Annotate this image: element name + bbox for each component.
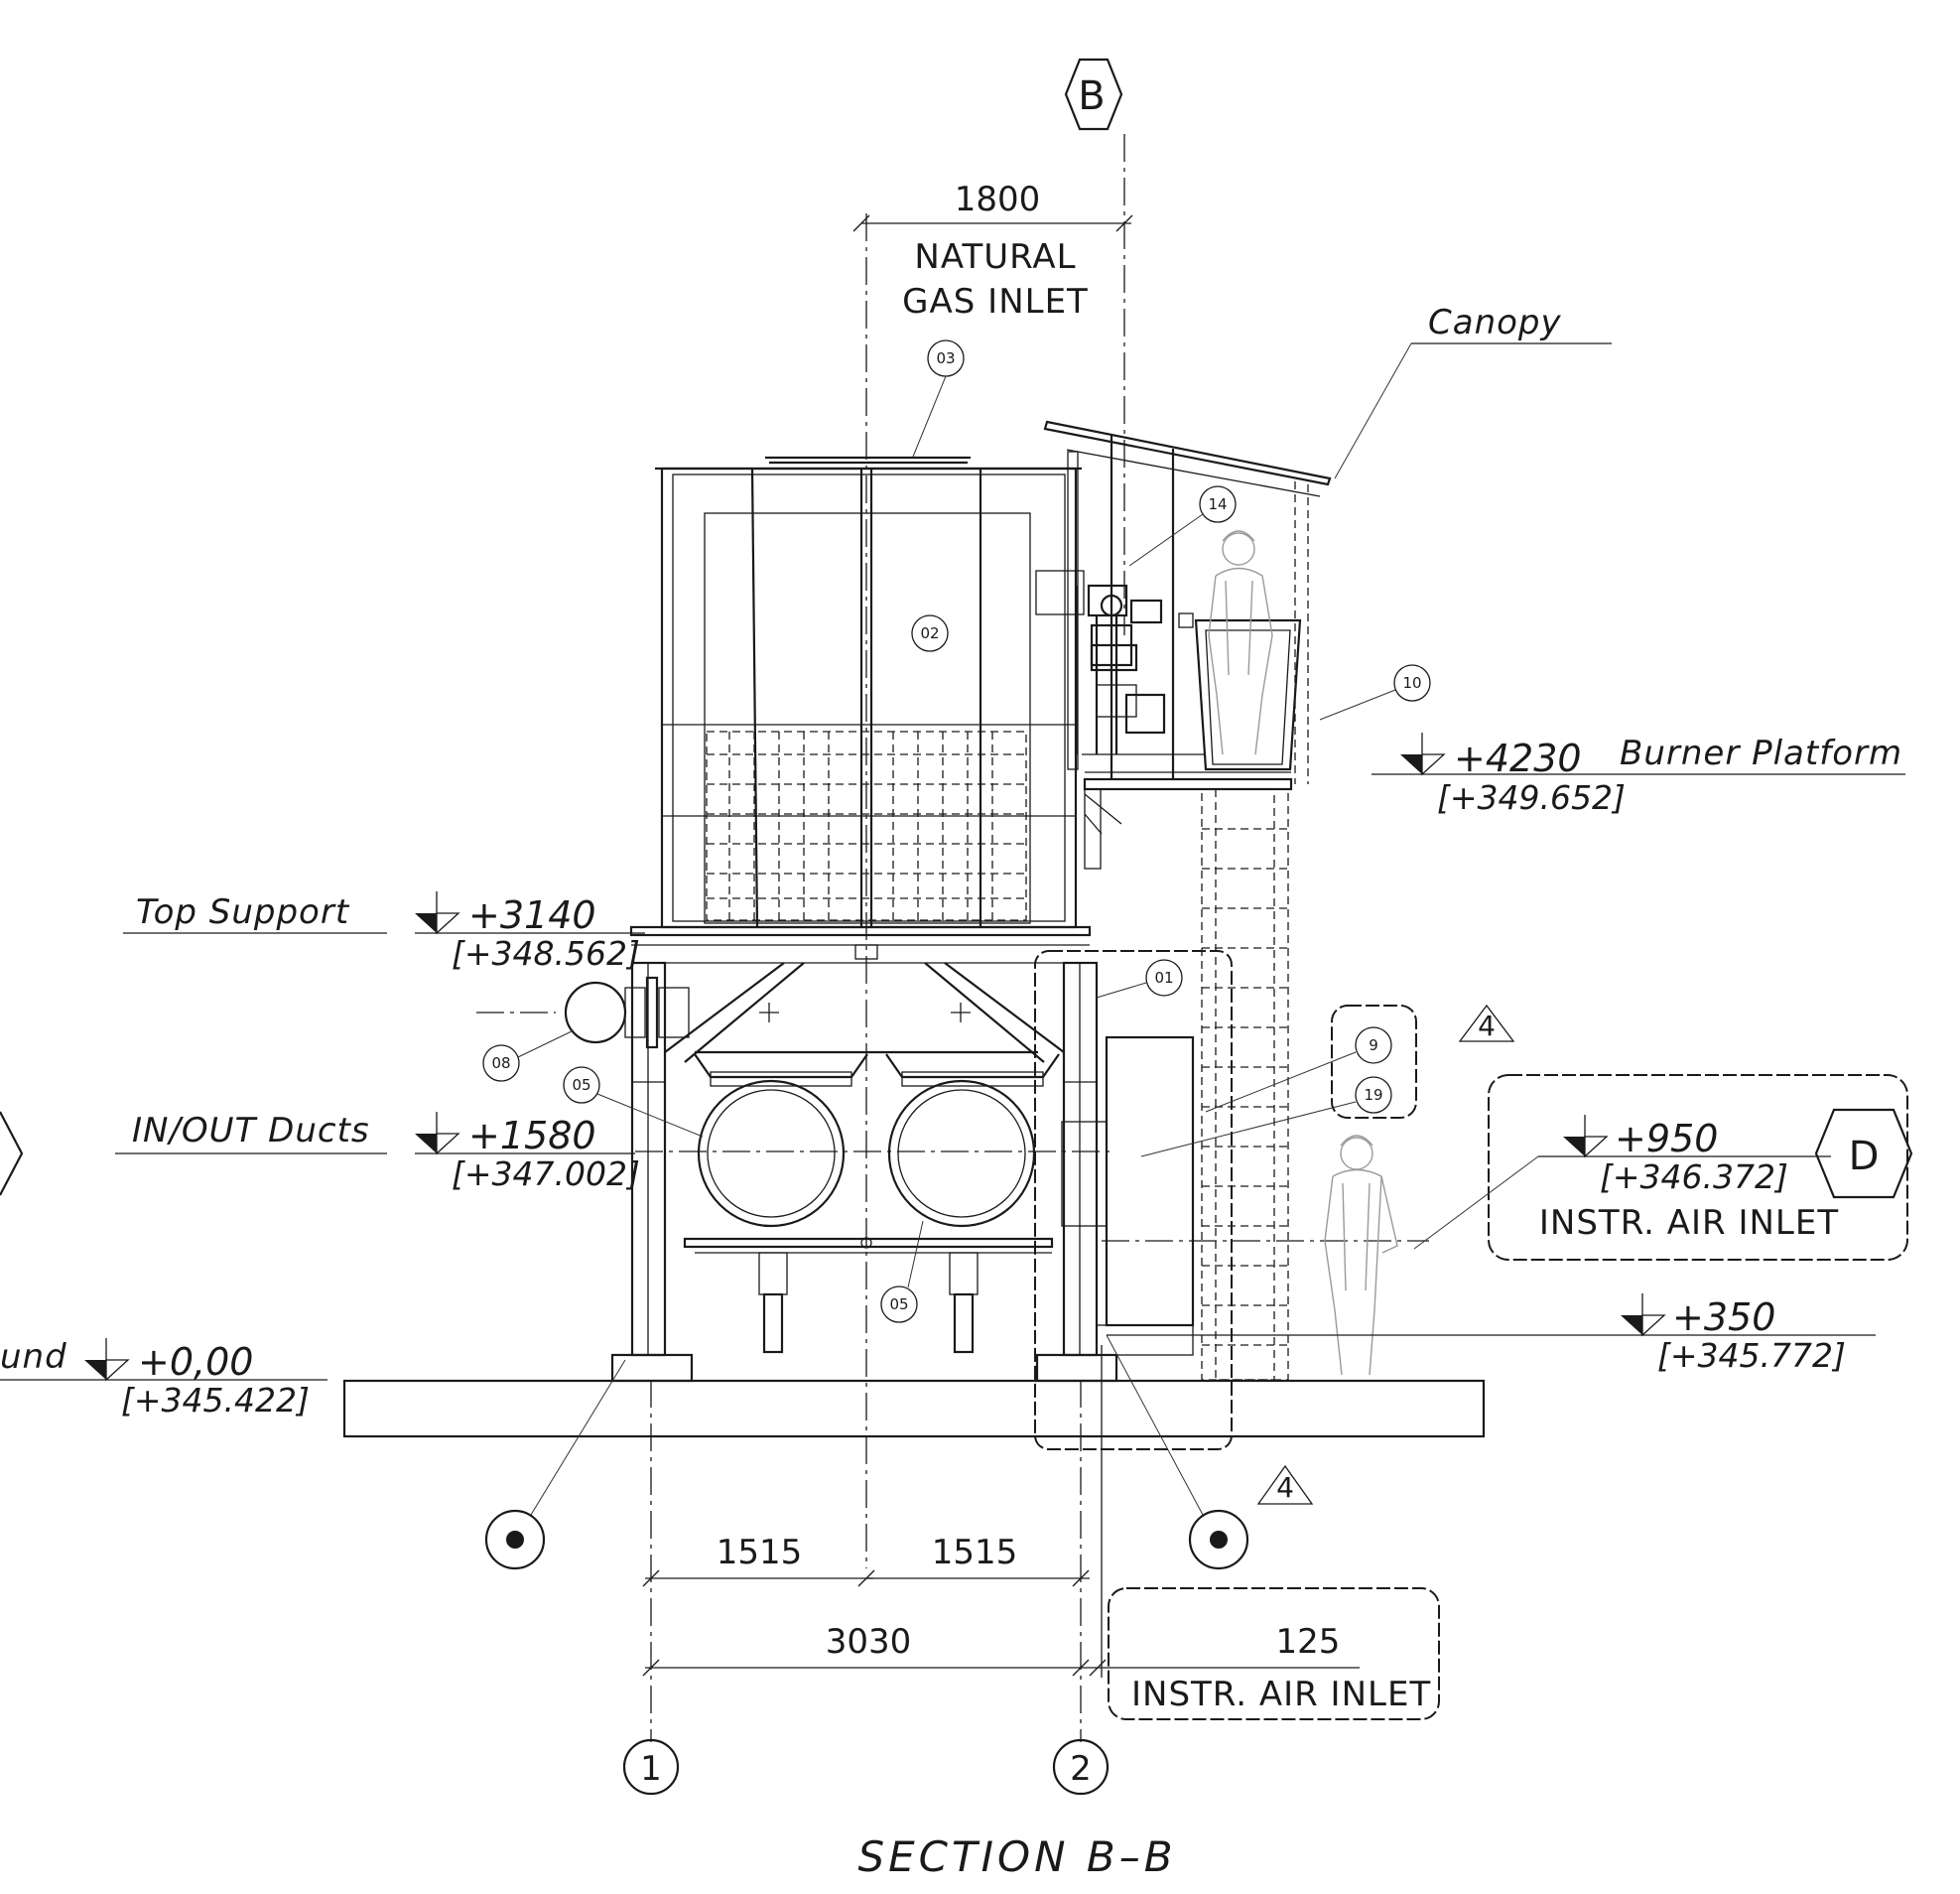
svg-text:und: und <box>0 1337 67 1377</box>
svg-text:[+345.772]: [+345.772] <box>1657 1336 1846 1375</box>
svg-text:IN/OUT Ducts: IN/OUT Ducts <box>132 1111 370 1150</box>
svg-text:19: 19 <box>1364 1086 1382 1104</box>
svg-text:08: 08 <box>491 1054 510 1072</box>
grid-bubble-d: D <box>1814 1108 1913 1199</box>
top-support-beam <box>629 925 1092 964</box>
grid-bubble-b: B <box>1064 58 1123 131</box>
section-title: SECTION B–B <box>857 1832 1176 1881</box>
revision-cloud-ladder <box>1034 950 1233 1450</box>
level-350: +350 [+345.772] <box>1107 1293 1876 1375</box>
svg-text:+950: +950 <box>1615 1117 1718 1160</box>
item-tag-9: 9 <box>1205 1026 1392 1113</box>
svg-text:Top Support: Top Support <box>136 892 350 932</box>
label-canopy: Canopy <box>1334 303 1612 479</box>
level-burner-platform: +4230 [+349.652] Burner Platform <box>1372 733 1905 817</box>
svg-text:[+345.422]: [+345.422] <box>121 1381 310 1420</box>
main-unit-casing <box>655 456 1082 929</box>
canopy-structure <box>1043 420 1332 784</box>
svg-text:[+348.562]: [+348.562] <box>452 934 640 973</box>
svg-text:INSTR. AIR INLET: INSTR. AIR INLET <box>1539 1203 1839 1243</box>
person-at-ground <box>1324 1135 1398 1376</box>
grid-bubble-axis-2: 2 <box>1052 1738 1110 1796</box>
burner-assembly <box>1035 570 1206 755</box>
support-frame <box>610 961 1118 1383</box>
dimension-top-1800: 1800 <box>852 180 1133 232</box>
revision-triangle-lower: 4 <box>1256 1464 1314 1505</box>
svg-text:+1580: +1580 <box>468 1114 596 1157</box>
svg-text:1800: 1800 <box>955 180 1041 219</box>
svg-text:+350: +350 <box>1672 1295 1775 1339</box>
burner-platform <box>1083 771 1293 870</box>
svg-text:INSTR. AIR INLET: INSTR. AIR INLET <box>1131 1675 1431 1714</box>
instrument-panel <box>1061 1035 1195 1356</box>
svg-text:+4230: +4230 <box>1454 737 1582 780</box>
coil-bundle <box>706 731 1027 921</box>
item-tag-14: 14 <box>1128 485 1237 567</box>
revision-triangle-upper: 4 <box>1458 1004 1515 1042</box>
level-instr-air-inlet: +950 [+346.372] INSTR. AIR INLET <box>1413 1115 1839 1250</box>
svg-text:GAS INLET: GAS INLET <box>902 282 1089 322</box>
svg-text:B: B <box>1078 73 1105 119</box>
level-top-support: Top Support +3140 [+348.562] <box>123 891 645 973</box>
svg-text:+0,00: +0,00 <box>138 1340 253 1384</box>
item-tag-02: 02 <box>911 614 949 652</box>
svg-text:4: 4 <box>1478 1010 1496 1042</box>
dimension-1515-left: 1515 <box>642 1533 875 1587</box>
grid-bubble-axis-1: 1 <box>622 1738 680 1796</box>
item-tag-05-center: 05 <box>880 1220 924 1323</box>
svg-text:14: 14 <box>1208 495 1227 513</box>
dimension-125: 125 <box>1276 1622 1341 1662</box>
revision-cloud-instr-air <box>1488 1074 1908 1261</box>
item-tag-03: 03 <box>912 339 965 458</box>
item-tag-10: 10 <box>1319 664 1431 721</box>
grid-lines <box>476 134 1429 1742</box>
item-tag-01: 01 <box>1096 959 1183 999</box>
anchor-symbol-left <box>484 1359 626 1570</box>
concrete-foundation <box>342 1379 1486 1438</box>
label-instr-air-inlet-lower: INSTR. AIR INLET <box>1131 1675 1431 1714</box>
svg-text:03: 03 <box>936 349 955 367</box>
svg-text:NATURAL: NATURAL <box>914 237 1076 277</box>
svg-text:[+349.652]: [+349.652] <box>1437 778 1626 817</box>
item-tag-08: 08 <box>482 1029 575 1082</box>
svg-text:01: 01 <box>1154 969 1173 987</box>
svg-text:1515: 1515 <box>932 1533 1018 1572</box>
svg-text:9: 9 <box>1369 1036 1378 1054</box>
revision-cloud-dimension <box>1108 1587 1440 1720</box>
svg-text:[+347.002]: [+347.002] <box>452 1154 640 1193</box>
level-ground: und +0,00 [+345.422] <box>0 1337 327 1420</box>
duct-left <box>694 1053 868 1354</box>
revision-cloud-tags <box>1331 1005 1417 1119</box>
dimension-3030: 3030 <box>642 1345 1360 1678</box>
side-pipe <box>564 976 690 1049</box>
svg-text:10: 10 <box>1402 674 1421 692</box>
dimension-1515-right: 1515 <box>866 1533 1090 1587</box>
item-tag-19: 19 <box>1140 1076 1392 1157</box>
svg-text:[+346.372]: [+346.372] <box>1600 1157 1788 1196</box>
item-tag-05-left: 05 <box>563 1066 704 1138</box>
level-in-out-ducts: IN/OUT Ducts +1580 [+347.002] <box>115 1111 640 1193</box>
svg-text:1515: 1515 <box>717 1533 803 1572</box>
duct-support-bar <box>683 1237 1054 1254</box>
grid-bubble-left-partial <box>0 1111 24 1196</box>
svg-text:Burner Platform: Burner Platform <box>1620 734 1902 773</box>
svg-text:125: 125 <box>1276 1622 1341 1662</box>
label-natural-gas-inlet: NATURAL GAS INLET <box>902 237 1089 322</box>
svg-text:02: 02 <box>920 624 939 642</box>
anchor-symbol-right <box>1106 1334 1249 1570</box>
duct-right <box>885 1053 1060 1354</box>
svg-text:3030: 3030 <box>826 1622 912 1662</box>
svg-text:05: 05 <box>889 1295 908 1313</box>
svg-text:05: 05 <box>572 1076 590 1094</box>
svg-text:SECTION B–B: SECTION B–B <box>857 1832 1176 1881</box>
svg-text:1: 1 <box>640 1749 662 1789</box>
svg-text:Canopy: Canopy <box>1428 303 1562 342</box>
svg-text:+3140: +3140 <box>468 893 596 937</box>
svg-text:D: D <box>1849 1134 1880 1179</box>
platform-basket <box>1194 618 1302 771</box>
svg-text:2: 2 <box>1070 1749 1092 1789</box>
person-on-platform <box>1208 530 1273 755</box>
svg-text:4: 4 <box>1276 1471 1294 1504</box>
